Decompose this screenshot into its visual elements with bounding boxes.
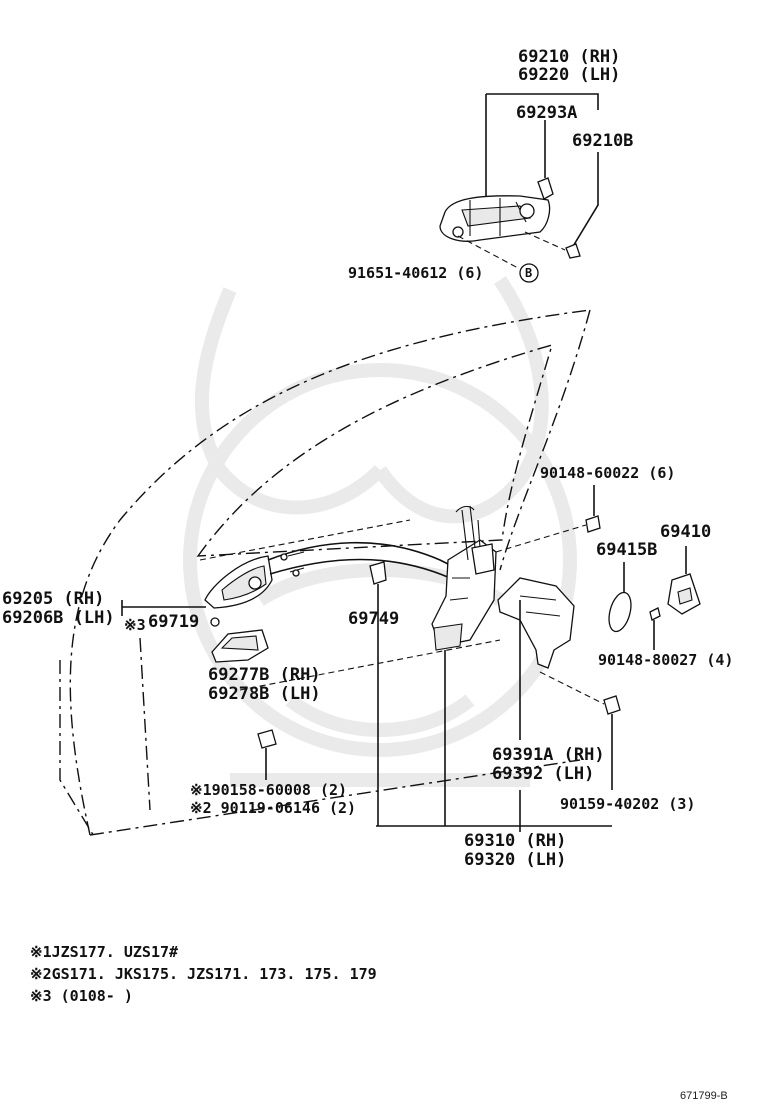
label-69210-rh: 69210 (RH) xyxy=(518,47,620,67)
label-69206b-lh: 69206B (LH) xyxy=(2,608,115,628)
label-69310-rh: 69310 (RH) xyxy=(464,831,566,851)
lock-cover xyxy=(497,577,575,669)
door-outline xyxy=(59,309,591,839)
callout-b-label: B xyxy=(525,266,532,280)
footnote-3: ※3 (0108- ) xyxy=(30,987,133,1005)
striker-parts xyxy=(608,546,701,650)
watermark-emblem xyxy=(183,276,577,787)
lock-cables xyxy=(267,541,473,591)
label-91651-40612: 91651-40612 (6) xyxy=(348,264,483,282)
label-69278b-lh: 69278B (LH) xyxy=(208,684,321,704)
label-69293a: 69293A xyxy=(516,103,577,123)
screws xyxy=(257,485,621,790)
label-69205-rh: 69205 (RH) xyxy=(2,589,104,609)
inside-handle-bezel xyxy=(211,629,269,663)
door-lock-assembly xyxy=(431,505,497,651)
footnote-2: ※2GS171. JKS175. JZS171. 173. 175. 179 xyxy=(30,965,377,983)
callout-circle-b xyxy=(519,263,539,283)
label-69391a-rh: 69391A (RH) xyxy=(492,745,605,765)
label-69392-lh: 69392 (LH) xyxy=(492,764,594,784)
leader-lines xyxy=(376,600,612,832)
label-69410: 69410 xyxy=(660,522,711,542)
label-69749: 69749 xyxy=(348,609,399,629)
label-90148-60022: 90148-60022 (6) xyxy=(540,464,675,482)
label-90159-40202: 90159-40202 (3) xyxy=(560,795,695,813)
label-90148-80027: 90148-80027 (4) xyxy=(598,651,733,669)
label-69415b: 69415B xyxy=(596,540,657,560)
clip-69749 xyxy=(369,561,387,826)
label-69220-lh: 69220 (LH) xyxy=(518,65,620,85)
outside-handle-assembly xyxy=(439,93,599,269)
label-69277b-rh: 69277B (RH) xyxy=(208,665,321,685)
label-69719-mark: ※3 xyxy=(124,616,146,634)
label-90119-06146: ※2 90119-06146 (2) xyxy=(190,799,356,817)
label-69320-lh: 69320 (LH) xyxy=(464,850,566,870)
diagram-id: 671799-B xyxy=(680,1090,728,1102)
label-69719: 69719 xyxy=(148,612,199,632)
footnote-1: ※1JZS177. UZS17# xyxy=(30,943,178,961)
inside-handle xyxy=(121,555,273,627)
label-90158-60008: ※190158-60008 (2) xyxy=(190,781,347,799)
label-69210b: 69210B xyxy=(572,131,633,151)
